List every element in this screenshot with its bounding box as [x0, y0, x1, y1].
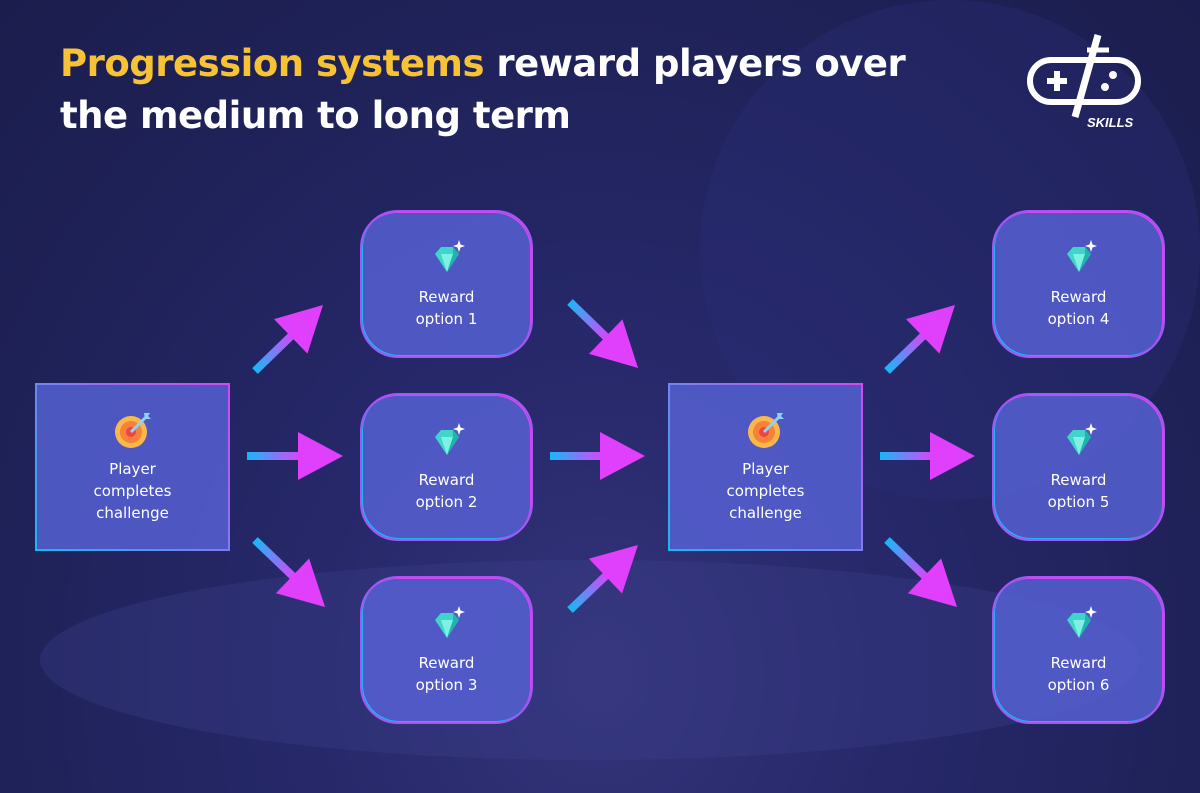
reward-label: Reward [1050, 288, 1107, 306]
challenge-label: Player [742, 460, 789, 478]
arrow [252, 537, 325, 607]
reward-box-3: Reward option 3 [360, 576, 533, 724]
reward-label: option 3 [415, 676, 478, 694]
diamond-icon [434, 423, 465, 455]
gd-skills-logo: SKILLS [1027, 34, 1141, 130]
reward-label: Reward [418, 654, 475, 672]
challenge-label: challenge [729, 504, 802, 522]
challenge-label: completes [93, 482, 172, 500]
diamond-icon [1066, 423, 1097, 455]
reward-label: option 5 [1047, 493, 1110, 511]
reward-label: option 6 [1047, 676, 1110, 694]
svg-text:SKILLS: SKILLS [1087, 115, 1134, 130]
reward-box-5: Reward option 5 [992, 393, 1165, 541]
reward-label: option 4 [1047, 310, 1110, 328]
arrow [247, 432, 343, 480]
diamond-icon [1066, 240, 1097, 272]
reward-label: Reward [1050, 471, 1107, 489]
challenge-label: completes [726, 482, 805, 500]
arrow [252, 305, 324, 374]
arrow [550, 432, 645, 480]
target-icon [747, 413, 784, 448]
challenge-label: challenge [96, 504, 169, 522]
reward-label: Reward [418, 471, 475, 489]
reward-box-1: Reward option 1 [360, 210, 533, 358]
challenge-box: Player completes challenge [35, 383, 230, 551]
reward-label: option 2 [415, 493, 478, 511]
title-highlight: Progression systems [60, 42, 485, 85]
arrow [880, 432, 975, 480]
title-rest: reward players over the medium to long t… [60, 42, 906, 137]
page-title: Progression systems reward players over … [60, 38, 980, 142]
arrow [884, 305, 956, 374]
arrow [567, 299, 639, 368]
reward-box-6: Reward option 6 [992, 576, 1165, 724]
diamond-icon [434, 606, 465, 638]
arrow [567, 545, 639, 613]
diamond-icon [1066, 606, 1097, 638]
arrow [884, 537, 957, 607]
challenge-box: Player completes challenge [668, 383, 863, 551]
reward-label: Reward [418, 288, 475, 306]
target-icon [114, 413, 151, 448]
challenge-label: Player [109, 460, 156, 478]
reward-label: Reward [1050, 654, 1107, 672]
reward-box-4: Reward option 4 [992, 210, 1165, 358]
reward-label: option 1 [415, 310, 478, 328]
reward-box-2: Reward option 2 [360, 393, 533, 541]
diamond-icon [434, 240, 465, 272]
